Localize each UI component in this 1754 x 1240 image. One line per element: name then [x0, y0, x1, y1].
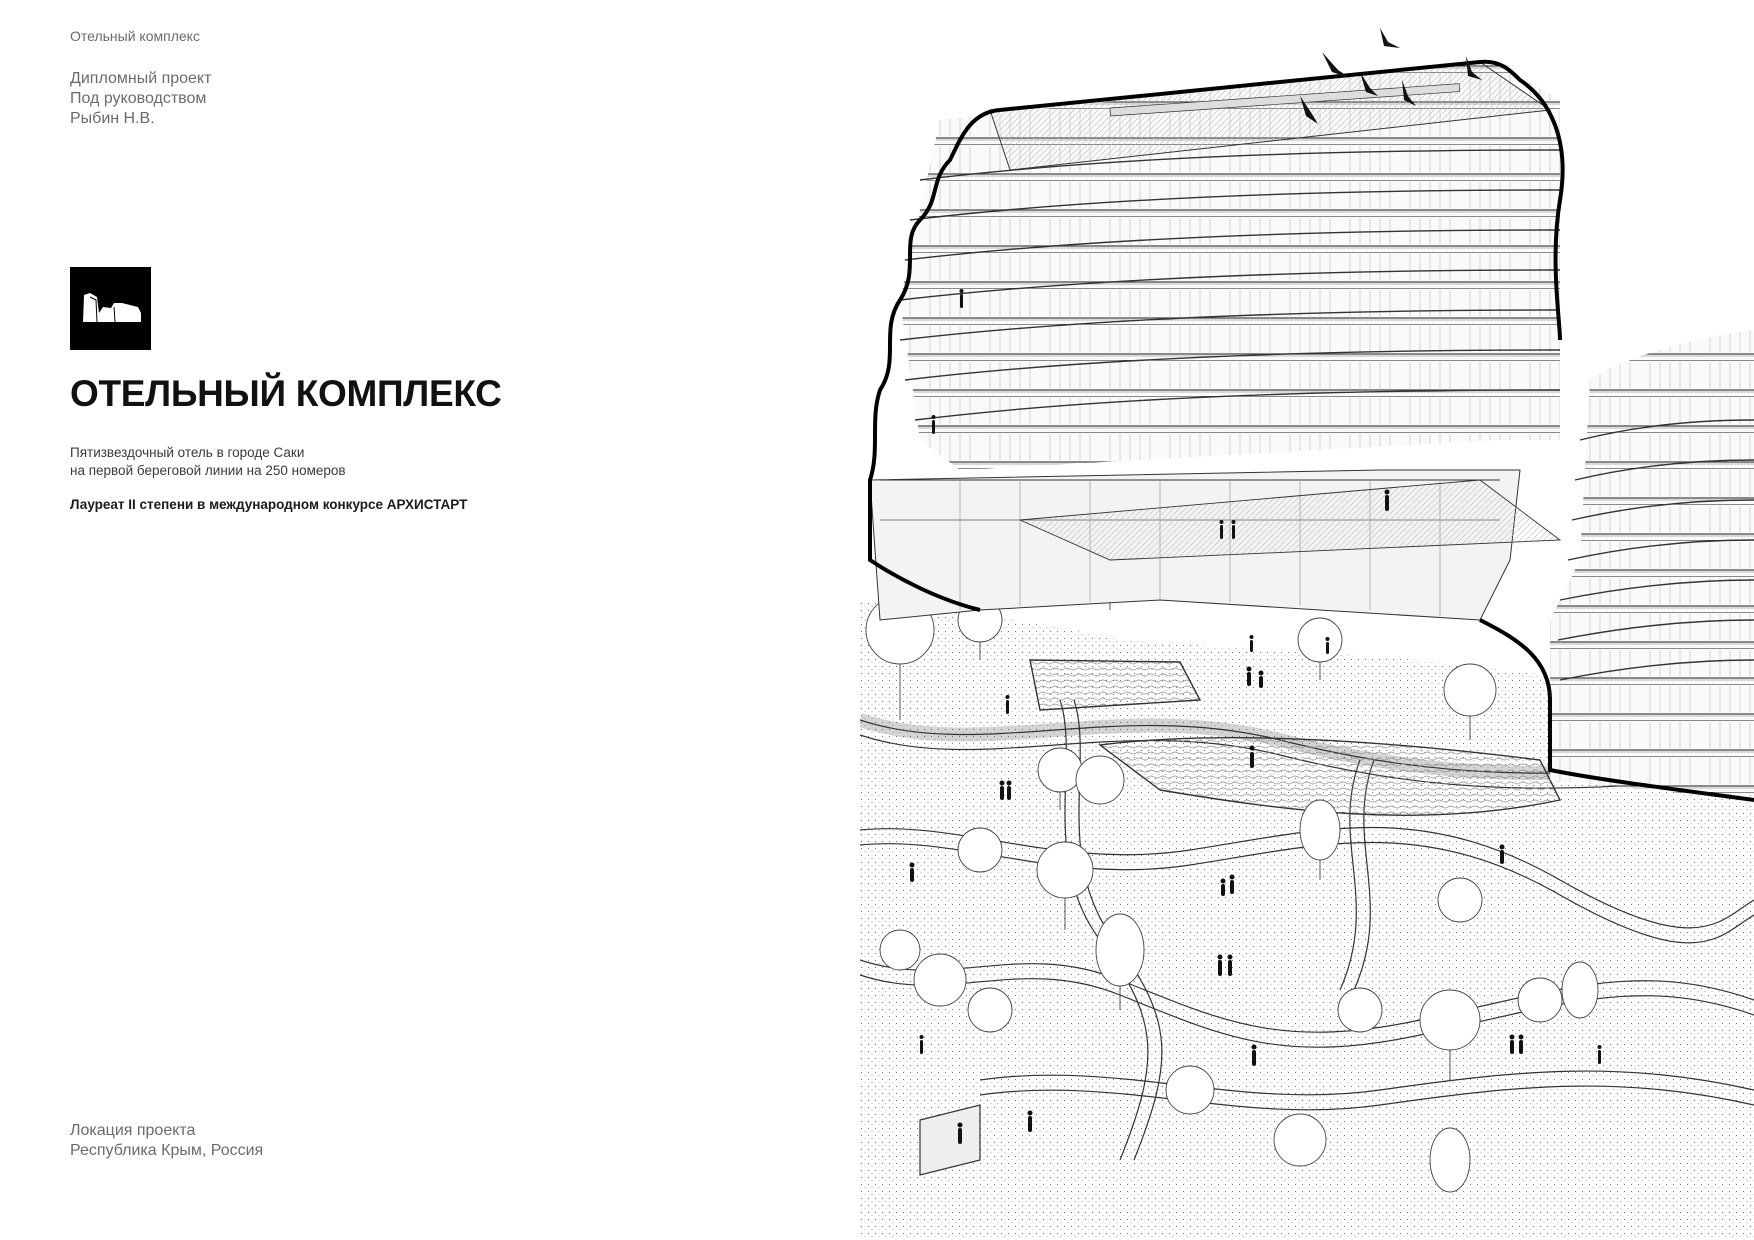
location-label: Локация проекта	[70, 1122, 196, 1139]
credits: Дипломный проект Под руководством Рыбин …	[70, 69, 211, 129]
project-description: Пятизвездочный отель в городе Саки на пе…	[70, 444, 346, 480]
people	[909, 289, 1602, 1144]
axonometric-hotel-drawing	[860, 28, 1754, 1240]
location-block: Локация проекта Республика Крым, Россия	[70, 1121, 263, 1161]
landscape	[860, 600, 1754, 1240]
left-page: Отельный комплекс Дипломный проект Под р…	[0, 0, 860, 1240]
credits-line-supervision: Под руководством	[70, 90, 207, 107]
location-value: Республика Крым, Россия	[70, 1142, 264, 1159]
logo	[70, 267, 151, 350]
description-line-1: Пятизвездочный отель в городе Саки	[70, 445, 305, 460]
right-wing	[1479, 330, 1754, 802]
page-title: ОТЕЛЬНЫЙ КОМПЛЕКС	[70, 373, 502, 414]
section-label: Отельный комплекс	[70, 28, 200, 44]
podium	[869, 469, 1562, 621]
award-text: Лауреат II степени в международном конку…	[70, 497, 468, 512]
credits-line-project: Дипломный проект	[70, 70, 212, 87]
illustration-page	[860, 0, 1754, 1240]
credits-line-supervisor: Рыбин Н.В.	[70, 110, 155, 127]
description-line-2: на первой береговой линии на 250 номеров	[70, 463, 346, 478]
building-silhouette-icon	[83, 293, 141, 323]
